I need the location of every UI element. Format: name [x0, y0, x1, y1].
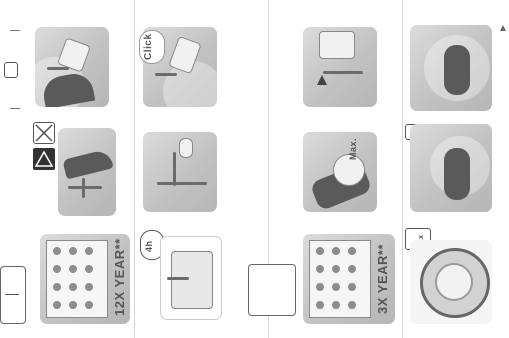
- warning-triangle-icon: [33, 148, 55, 170]
- panel-dial: [410, 240, 492, 324]
- cartridge-grid: [46, 240, 108, 318]
- panel-cartridge-3x: 3X YEAR**: [303, 234, 395, 324]
- crossed-out-iron-icon: [33, 122, 55, 144]
- side-box-left: [0, 266, 26, 324]
- panel-base-top: [410, 25, 492, 111]
- margin-mark-1: [10, 30, 20, 31]
- arrow-up-icon: [317, 75, 327, 85]
- panel-iron-tilt: [58, 128, 116, 216]
- column-divider-3: [402, 0, 403, 338]
- column-divider-1: [134, 0, 135, 338]
- label-click: Click: [143, 34, 154, 60]
- temperature-dial-icon: [420, 248, 490, 318]
- label-4h: 4h: [144, 240, 154, 252]
- panel-container: [160, 236, 222, 320]
- label-3x-year: 3X YEAR**: [375, 244, 390, 314]
- panel-bottle: [303, 27, 377, 107]
- steam-icon: [4, 62, 18, 78]
- panel-tube: [143, 132, 217, 212]
- panel-base-middle: [410, 124, 492, 212]
- panel-max-dial: [303, 132, 377, 212]
- cartridge-grid-3x: [309, 240, 371, 318]
- arrow-top-right: [500, 25, 506, 31]
- panel-unclip: [35, 27, 109, 107]
- margin-mark-2: [10, 108, 20, 109]
- panel-cartridge-12x: 12X YEAR**: [40, 234, 130, 324]
- side-box-soleplate: [248, 264, 296, 316]
- label-max-dial: Max.: [348, 138, 358, 160]
- label-12x-year: 12X YEAR**: [112, 238, 127, 316]
